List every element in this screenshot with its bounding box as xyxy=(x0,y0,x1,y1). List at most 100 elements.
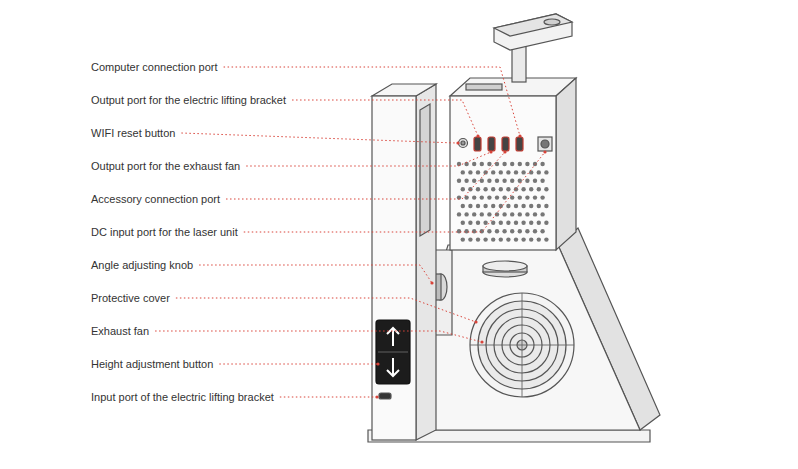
vent-hole xyxy=(525,179,529,183)
vent-hole xyxy=(461,221,465,225)
vent-hole xyxy=(476,187,480,191)
vent-hole xyxy=(468,204,472,208)
vent-hole xyxy=(476,204,480,208)
vent-hole xyxy=(495,229,499,233)
vent-hole xyxy=(533,179,537,183)
vent-hole xyxy=(540,229,544,233)
vent-hole xyxy=(483,187,487,191)
vent-hole xyxy=(480,195,484,199)
vent-hole xyxy=(533,212,537,216)
vent-hole xyxy=(461,170,465,174)
vent-hole xyxy=(483,204,487,208)
vent-hole xyxy=(510,229,514,233)
vent-hole xyxy=(506,221,510,225)
vent-hole xyxy=(457,229,461,233)
vent-hole xyxy=(499,187,503,191)
leader-line xyxy=(176,298,476,322)
part-label: Input port of the electric lifting brack… xyxy=(91,390,274,404)
leader-dot xyxy=(518,134,521,137)
vent-hole xyxy=(533,195,537,199)
leader-line xyxy=(181,133,458,143)
vent-hole xyxy=(537,170,541,174)
vent-hole xyxy=(521,187,525,191)
vent-hole xyxy=(480,212,484,216)
vent-hole xyxy=(518,162,522,166)
vent-hole xyxy=(514,170,518,174)
vent-hole xyxy=(472,229,476,233)
vent-hole xyxy=(487,179,491,183)
part-label: Output port for the exhaust fan xyxy=(91,159,240,173)
vent-hole xyxy=(468,237,472,241)
part-label: Protective cover xyxy=(91,291,170,305)
vent-hole xyxy=(540,212,544,216)
vent-hole xyxy=(544,237,548,241)
vent-hole xyxy=(502,162,506,166)
vent-hole xyxy=(544,221,548,225)
vent-hole xyxy=(533,229,537,233)
vent-hole xyxy=(506,237,510,241)
part-label: Computer connection port xyxy=(91,60,218,74)
vent-hole xyxy=(544,170,548,174)
vent-hole xyxy=(537,204,541,208)
vent-hole xyxy=(499,237,503,241)
vent-hole xyxy=(506,187,510,191)
vent-hole xyxy=(476,170,480,174)
vent-hole xyxy=(483,221,487,225)
vent-hole xyxy=(521,221,525,225)
leader-dot xyxy=(489,150,492,153)
vent-hole xyxy=(518,212,522,216)
vent-hole xyxy=(487,229,491,233)
leader-line xyxy=(292,100,478,136)
vent-hole xyxy=(525,195,529,199)
vent-hole xyxy=(468,170,472,174)
vent-hole xyxy=(464,212,468,216)
part-label: Output port for the electric lifting bra… xyxy=(91,93,286,107)
vent-hole xyxy=(457,179,461,183)
leader-line xyxy=(155,331,482,342)
vent-hole xyxy=(529,237,533,241)
vent-hole xyxy=(525,229,529,233)
vent-hole xyxy=(510,179,514,183)
leader-line xyxy=(246,152,491,166)
leader-dot xyxy=(476,134,479,137)
vent-hole xyxy=(525,162,529,166)
leader-dot xyxy=(543,150,546,153)
vent-hole xyxy=(461,237,465,241)
vent-hole xyxy=(487,212,491,216)
vent-hole xyxy=(540,162,544,166)
vent-hole xyxy=(487,162,491,166)
vent-hole xyxy=(529,170,533,174)
vent-hole xyxy=(529,204,533,208)
vent-hole xyxy=(461,187,465,191)
part-label: Angle adjusting knob xyxy=(91,258,193,272)
vent-hole xyxy=(491,237,495,241)
vent-hole xyxy=(464,179,468,183)
vent-hole xyxy=(491,204,495,208)
vent-hole xyxy=(510,162,514,166)
part-label: Accessory connection port xyxy=(91,192,220,206)
vent-hole xyxy=(480,162,484,166)
vent-hole xyxy=(472,162,476,166)
vent-hole xyxy=(510,212,514,216)
vent-hole xyxy=(457,212,461,216)
leader-dot xyxy=(376,362,379,365)
vent-hole xyxy=(502,195,506,199)
leader-line xyxy=(244,152,545,232)
vent-hole xyxy=(495,179,499,183)
vent-hole xyxy=(544,187,548,191)
vent-hole xyxy=(529,187,533,191)
vent-hole xyxy=(540,179,544,183)
vent-hole xyxy=(525,212,529,216)
vent-hole xyxy=(540,195,544,199)
vent-hole xyxy=(529,221,533,225)
part-label: Height adjustment button xyxy=(91,357,213,371)
vent-hole xyxy=(514,237,518,241)
vent-hole xyxy=(483,237,487,241)
leader-dot xyxy=(375,395,378,398)
vent-hole xyxy=(521,237,525,241)
vent-hole xyxy=(491,170,495,174)
vent-hole xyxy=(506,170,510,174)
vent-hole xyxy=(499,221,503,225)
vent-hole xyxy=(476,237,480,241)
part-label: Exhaust fan xyxy=(91,324,149,338)
